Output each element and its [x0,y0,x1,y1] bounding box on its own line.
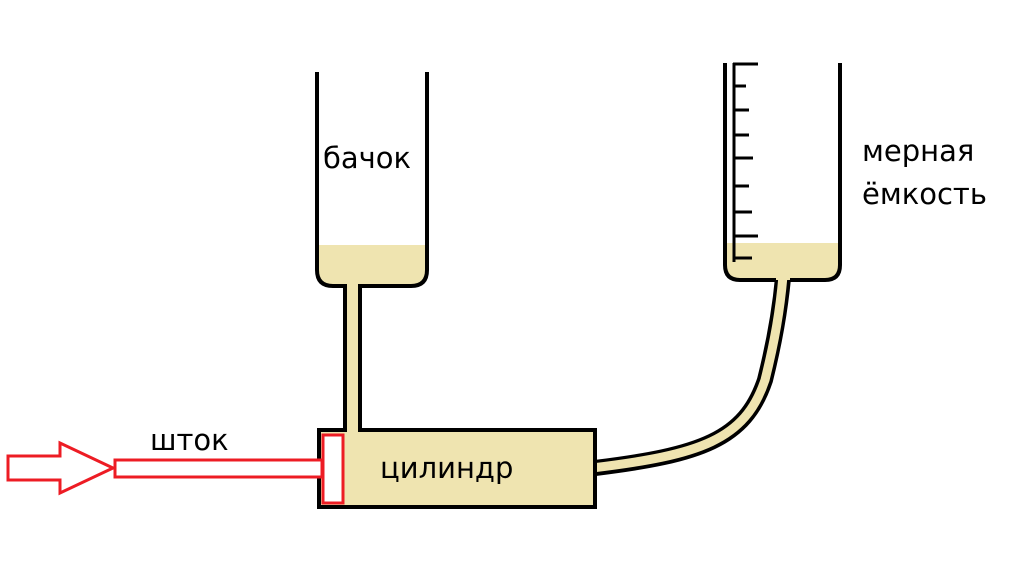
outlet-tube-outline [594,277,791,476]
measuring-vessel-label-line1: мерная [862,134,974,168]
tank-label: бачок [323,141,411,175]
piston [321,433,345,505]
tank-outline [315,72,429,432]
piston-rod [113,458,324,479]
measuring-vessel-label-line2: ёмкость [862,177,987,211]
cylinder-body [317,428,597,509]
vessel-liquid [724,243,841,280]
tank-feed-pipe [345,283,359,435]
outlet-tube-liquid [591,275,788,473]
measuring-vessel [723,62,842,282]
cylinder-pipe-joint [347,426,358,434]
tank [315,72,429,435]
tank-liquid [318,245,426,285]
vessel-outline [723,63,842,282]
cylinder-label: цилиндр [380,451,513,485]
measuring-scale [732,62,758,262]
push-arrow-icon [6,440,117,496]
rod-label: шток [150,423,229,457]
